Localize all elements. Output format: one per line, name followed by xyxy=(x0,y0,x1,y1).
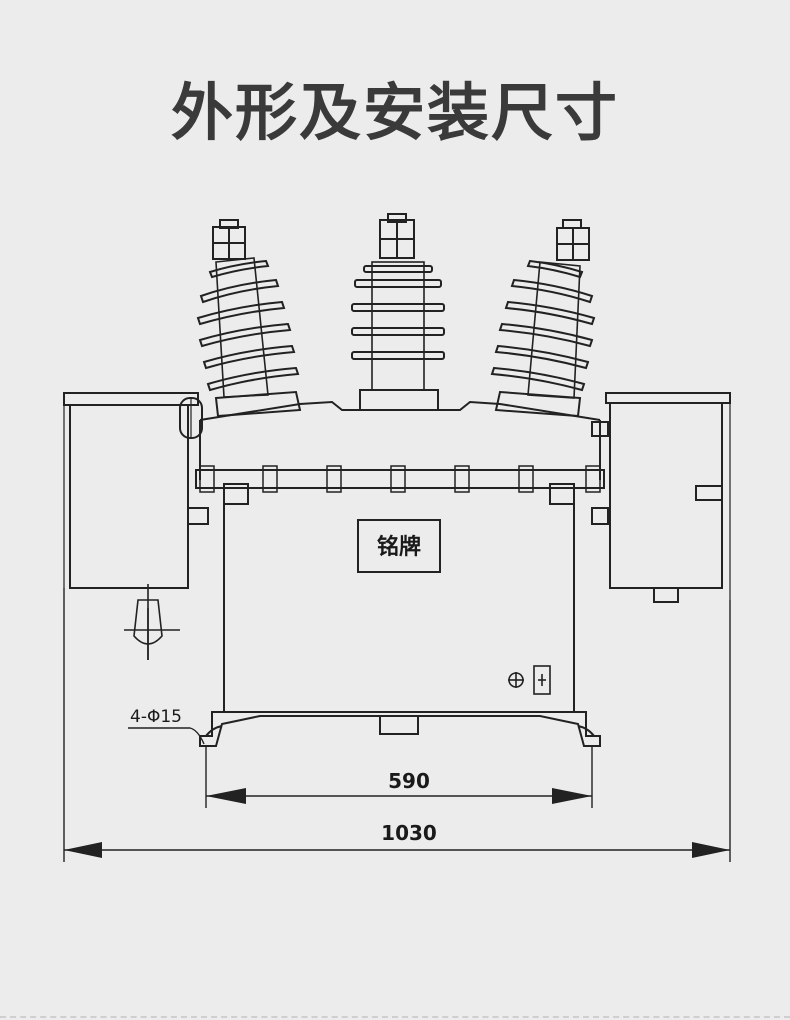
tank-body xyxy=(223,483,575,713)
left-insulator xyxy=(196,219,302,418)
center-terminal-cap xyxy=(379,213,415,259)
dimension-1030: 1030 xyxy=(63,588,731,862)
page-title: 外形及安装尺寸 xyxy=(170,76,619,149)
nameplate: 铭牌 xyxy=(357,519,441,573)
center-insulator xyxy=(351,213,445,411)
grounding-symbol xyxy=(508,665,551,695)
overall-width-label: 1030 xyxy=(381,821,437,845)
right-control-box xyxy=(591,392,731,603)
left-lifting-eye xyxy=(124,584,180,660)
bottom-divider xyxy=(0,1016,790,1018)
base-frame xyxy=(199,711,601,747)
right-insulator xyxy=(490,219,596,418)
left-terminal-cap xyxy=(212,219,246,260)
dimension-590: 590 xyxy=(205,746,593,808)
left-control-box xyxy=(63,392,209,660)
nameplate-label: 铭牌 xyxy=(377,534,421,560)
hole-spec-label: 4-Φ15 xyxy=(130,707,182,727)
mount-width-label: 590 xyxy=(388,769,430,793)
right-terminal-cap xyxy=(556,219,590,261)
hole-callout: 4-Φ15 xyxy=(128,707,205,745)
